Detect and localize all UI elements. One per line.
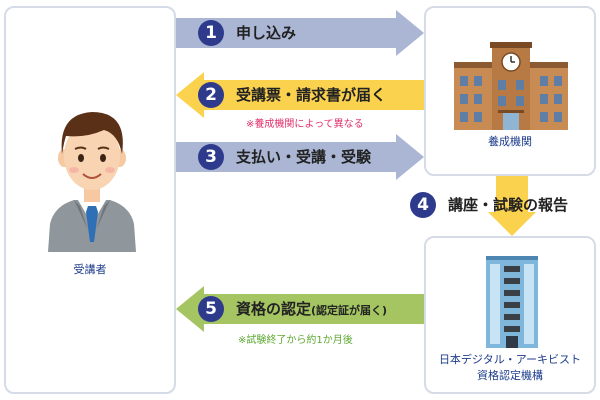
step-1-badge: 1 (198, 20, 224, 46)
step-3-label: 支払い・受講・受験 (236, 148, 372, 166)
school-label: 養成機関 (488, 135, 532, 148)
office-tower-icon (482, 256, 542, 348)
step-4-label: 講座・試験の報告 (448, 196, 569, 214)
step-1-label: 申し込み (236, 24, 297, 42)
step-2-arrow: 2 受講票・請求書が届く (176, 72, 424, 118)
step-5-badge: 5 (198, 296, 224, 322)
school-building-icon (454, 40, 568, 130)
organization-panel: 日本デジタル・アーキビスト 資格認定機構 (424, 236, 596, 394)
applicant-label: 受講者 (73, 263, 107, 276)
step-5-label: 資格の認定(認定証が届く) (236, 299, 387, 321)
organization-label-line1: 日本デジタル・アーキビスト (438, 353, 582, 366)
step-2-badge: 2 (198, 82, 224, 108)
step-5-label-main: 資格の認定 (236, 300, 312, 318)
applicant-panel: 受講者 (4, 6, 176, 394)
step-5-note: ※試験終了から約1か月後 (238, 335, 353, 346)
school-panel: 養成機関 (424, 6, 596, 176)
step-5-label-small: (認定証が届く) (311, 304, 388, 317)
organization-label-line2: 資格認定機構 (477, 369, 543, 382)
step-5-arrow: 5 資格の認定(認定証が届く) (176, 286, 424, 332)
businessman-icon (44, 102, 140, 252)
step-2-label: 受講票・請求書が届く (236, 86, 387, 104)
step-3-arrow: 3 支払い・受講・受験 (176, 134, 424, 180)
step-3-badge: 3 (198, 144, 224, 170)
step-1-arrow: 1 申し込み (176, 10, 424, 56)
step-2-note: ※養成機関によって異なる (246, 119, 364, 130)
step-4-badge: 4 (410, 192, 436, 218)
step-4-arrow (488, 176, 536, 236)
